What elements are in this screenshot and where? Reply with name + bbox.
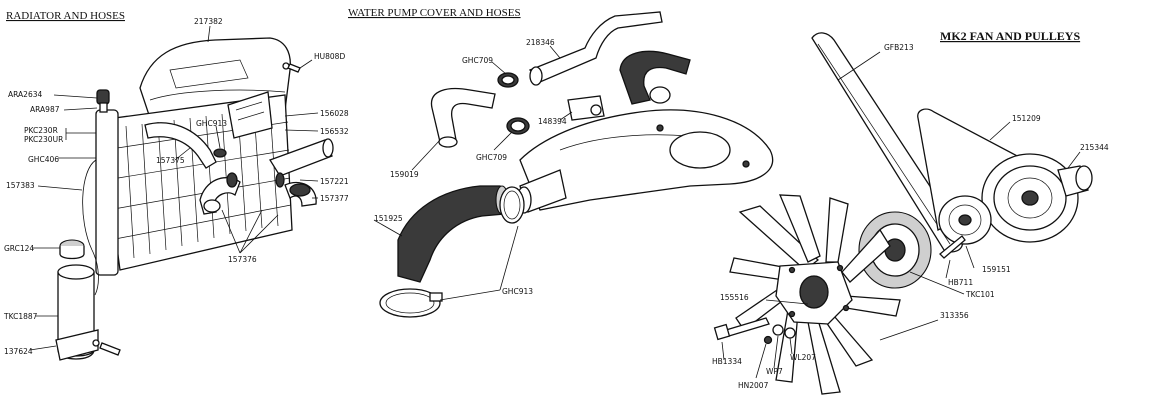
label-hu808d: HU808D xyxy=(314,52,345,61)
label-ghc406: GHC406 xyxy=(28,155,59,164)
label-ara987: ARA987 xyxy=(30,105,60,114)
label-pkc230ur: PKC230UR xyxy=(24,135,63,144)
label-hb711: HB711 xyxy=(948,278,973,287)
label-gfb213: GFB213 xyxy=(884,43,914,52)
label-wl207: WL207 xyxy=(790,353,816,362)
radiator-drawing xyxy=(55,37,334,361)
label-215344: 215344 xyxy=(1080,143,1109,152)
label-218346: 218346 xyxy=(526,38,555,47)
label-156532: 156532 xyxy=(320,127,349,136)
label-151925: 151925 xyxy=(374,214,403,223)
label-ghc709-top: GHC709 xyxy=(462,56,493,65)
label-157377: 157377 xyxy=(320,194,349,203)
label-157383: 157383 xyxy=(6,181,35,190)
label-156028: 156028 xyxy=(320,109,349,118)
label-151209: 151209 xyxy=(1012,114,1041,123)
label-wp7: WP7 xyxy=(766,367,783,376)
title-fan-pulleys: MK2 FAN AND PULLEYS xyxy=(940,29,1080,43)
label-217382: 217382 xyxy=(194,17,223,26)
label-159019: 159019 xyxy=(390,170,419,179)
label-157375: 157375 xyxy=(156,156,185,165)
label-tkc1887: TKC1887 xyxy=(3,312,38,321)
label-ghc913-pump: GHC913 xyxy=(502,287,533,296)
fan-pulleys-drawing xyxy=(713,32,1093,395)
label-hb1334: HB1334 xyxy=(712,357,742,366)
label-157376: 157376 xyxy=(228,255,257,264)
label-137624: 137624 xyxy=(4,347,33,356)
title-radiator: RADIATOR AND HOSES xyxy=(6,10,125,22)
label-tkc101: TKC101 xyxy=(965,290,995,299)
label-ghc709-bottom: GHC709 xyxy=(476,153,507,162)
label-159151: 159151 xyxy=(982,265,1011,274)
label-ghc913-radiator: GHC913 xyxy=(196,119,227,128)
label-ara2634: ARA2634 xyxy=(8,90,42,99)
label-grc124: GRC124 xyxy=(4,244,34,253)
label-pkc230r: PKC230R xyxy=(24,126,58,135)
label-148394: 148394 xyxy=(538,117,567,126)
water-pump-drawing xyxy=(379,11,774,318)
label-313356: 313356 xyxy=(940,311,969,320)
label-157221: 157221 xyxy=(320,177,349,186)
title-water-pump: WATER PUMP COVER AND HOSES xyxy=(348,7,521,19)
label-155516: 155516 xyxy=(720,293,749,302)
label-hn2007: HN2007 xyxy=(738,381,769,390)
